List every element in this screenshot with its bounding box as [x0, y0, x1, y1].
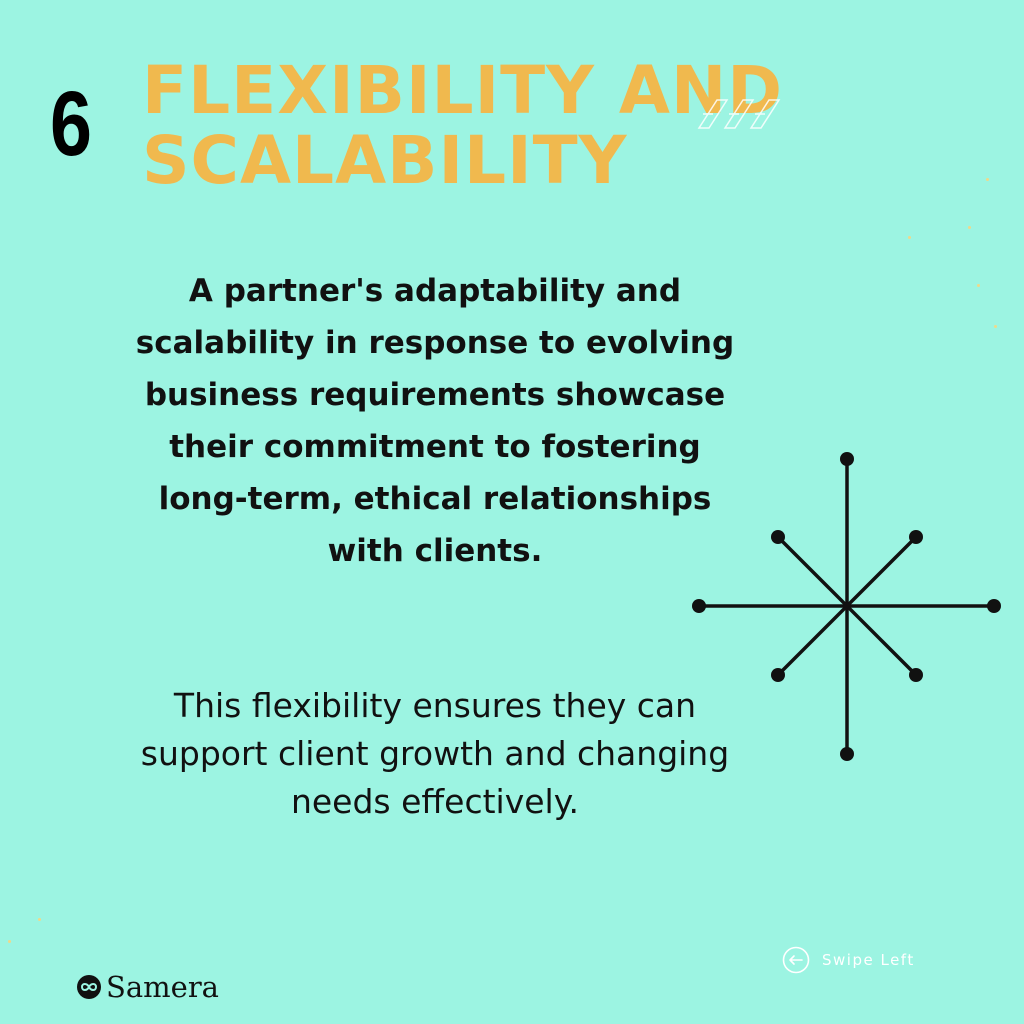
- brand-name: Samera: [106, 970, 219, 1004]
- eight-point-star-icon: [692, 452, 1001, 761]
- title-line-1: FLEXIBILITY AND: [142, 52, 784, 129]
- sparkle-dot: [8, 940, 11, 943]
- slide-number: 6: [50, 73, 92, 175]
- sparkle-dot: [986, 178, 989, 181]
- swipe-label: Swipe Left: [822, 951, 915, 969]
- sparkle-dot: [994, 325, 997, 328]
- slide-title: FLEXIBILITY AND SCALABILITY: [142, 56, 783, 196]
- arrow-left-circle-icon: [782, 946, 810, 974]
- highlight-paragraph: A partner's adaptability and scalability…: [135, 273, 735, 569]
- swipe-left-button[interactable]: Swipe Left: [782, 946, 915, 974]
- infinity-loop-icon: [77, 975, 101, 999]
- sparkle-dot: [968, 226, 971, 229]
- detail-paragraph: This flexibility ensures they can suppor…: [140, 686, 730, 821]
- sparkle-dot: [908, 236, 911, 239]
- brand-logo: Samera: [76, 970, 219, 1004]
- sparkle-dot: [977, 284, 980, 287]
- chevron-arrows-icon: [697, 99, 781, 129]
- title-line-2: SCALABILITY: [142, 122, 628, 199]
- sparkle-dot: [38, 918, 41, 921]
